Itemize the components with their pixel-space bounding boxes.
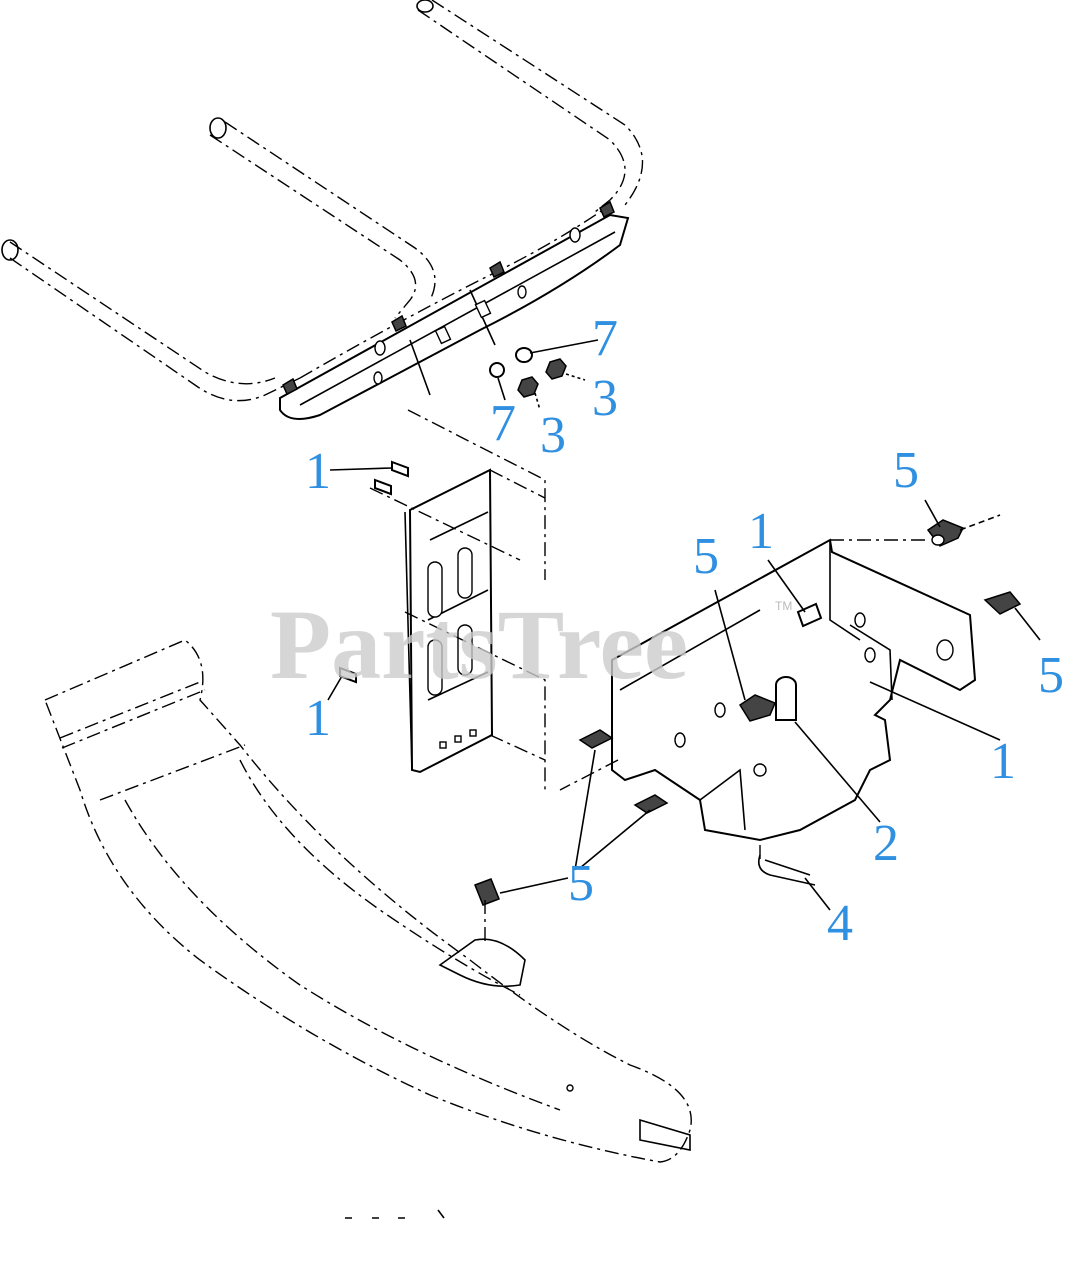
callout-1-pin: 1: [748, 503, 774, 560]
knobs: [474, 514, 1022, 906]
callout-4-hairpin-clip: 4: [827, 895, 853, 952]
watermark-text: PartsTree: [270, 589, 688, 700]
nut-icon: [517, 376, 539, 398]
watermark-trademark: TM: [775, 599, 792, 613]
callout-numbers: 7 7 3 3 1 1 1 1 5 5 5 5 2 4: [305, 310, 1064, 952]
callout-1-bolt-upper: 1: [305, 443, 331, 500]
hitch-bracket: [559, 538, 977, 886]
knob-icon: [474, 878, 500, 906]
callout-7-washer-upper: 7: [592, 310, 618, 367]
hardware-washers-nuts: [489, 347, 586, 411]
callout-5-knob-center: 5: [693, 528, 719, 585]
knob-icon: [738, 694, 776, 722]
bolt-icon: [391, 460, 409, 478]
callout-3-nut-lower: 3: [540, 407, 566, 464]
callout-7-washer-lower: 7: [490, 395, 516, 452]
bolt-icon: [339, 666, 357, 684]
knob-icon: [578, 729, 614, 749]
washer-icon: [515, 347, 533, 363]
callout-1-bolt-lower: 1: [305, 690, 331, 747]
callout-2-hitch-pin: 2: [873, 815, 899, 872]
roll-bar: [1, 0, 644, 420]
hairpin-clip-icon: [757, 854, 816, 886]
callout-3-nut-upper: 3: [592, 370, 618, 427]
callout-5-knob-right: 5: [1038, 647, 1064, 704]
bolts: [339, 460, 409, 684]
knob-icon: [633, 794, 669, 814]
bolt-icon: [374, 478, 392, 496]
callout-5-knob-top: 5: [893, 442, 919, 499]
bottom-marks: [345, 1209, 445, 1219]
washer-icon: [489, 362, 505, 378]
nut-icon: [545, 358, 567, 380]
leader-lines: [327, 339, 1041, 911]
mount-plate: [369, 409, 546, 790]
knob-icon: [983, 591, 1022, 615]
callout-5-knob-group: 5: [568, 855, 594, 912]
front-bumper: [44, 639, 692, 1163]
callout-1-bolt-right: 1: [990, 733, 1016, 790]
